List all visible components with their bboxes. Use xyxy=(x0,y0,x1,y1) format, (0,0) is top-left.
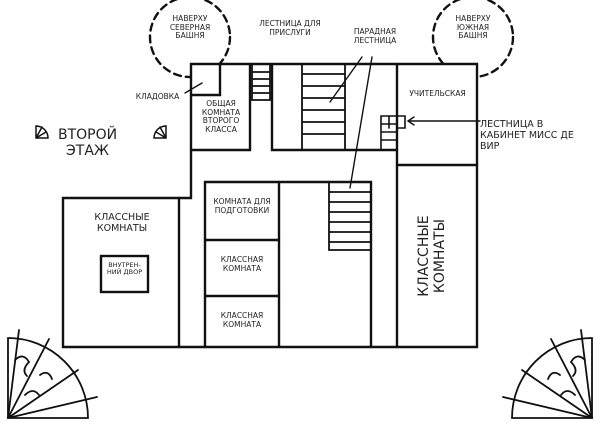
south-tower-label: Наверху южная башня xyxy=(455,14,491,41)
staff-room-label: Учительская xyxy=(409,89,466,98)
walls xyxy=(61,62,479,349)
floor-title: Второйэтаж xyxy=(58,127,118,160)
main-stairs-label: Парадная лестница xyxy=(353,27,397,45)
prep-room-label: Комната для подготовки xyxy=(213,197,271,215)
classrooms-right-label: Классные комнаты xyxy=(415,215,448,297)
service-stairs-label: Лестница для прислуги xyxy=(259,19,321,37)
corner-rose-left xyxy=(7,329,98,419)
office-stairs-label: Лестница в кабинет мисс де Вир xyxy=(480,119,574,152)
classroom-1-label: Классная комната xyxy=(220,255,264,273)
storeroom-label: Кладовка xyxy=(135,92,180,101)
main-stairs-lower xyxy=(328,181,372,251)
north-tower-label: Наверху северная башня xyxy=(169,14,211,41)
classrooms-left-label: Классные комнаты xyxy=(94,212,150,234)
common-room-label: Общая комната второго класса xyxy=(201,99,241,134)
corner-rose-right xyxy=(502,329,593,419)
leader-lines xyxy=(184,56,481,189)
main-stairs-upper xyxy=(301,63,346,151)
office-stairs xyxy=(380,115,406,151)
title-ornaments xyxy=(35,125,167,139)
classroom-2-label: Классная комната xyxy=(220,311,264,329)
courtyard-label: Внутрен-ний двор xyxy=(106,261,143,277)
service-stairs xyxy=(251,63,271,101)
